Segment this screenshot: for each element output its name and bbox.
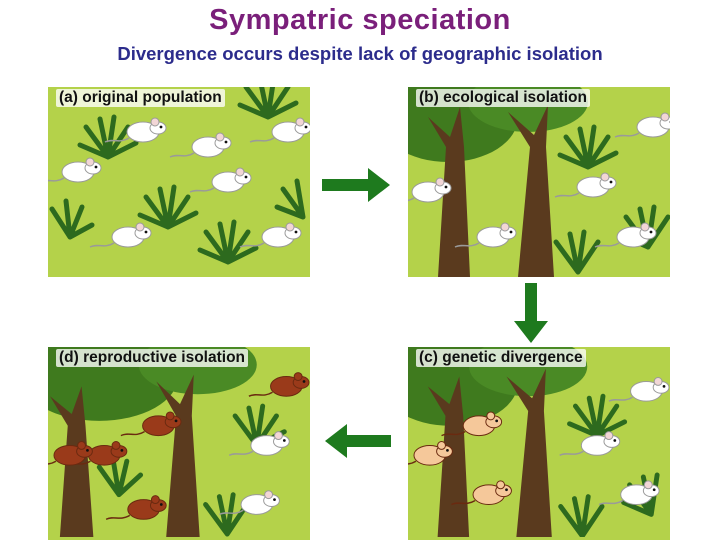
brown-mouse [248, 372, 310, 397]
tan-mouse [408, 441, 453, 466]
panel-reproductive-isolation: (d) reproductive isolation [48, 347, 310, 540]
panel-label-b: (b) ecological isolation [416, 89, 590, 107]
white-mouse [219, 490, 280, 516]
panel-label-c: (c) genetic divergence [416, 349, 586, 367]
panel-genetic-divergence: (c) genetic divergence [408, 347, 670, 540]
white-mouse [48, 157, 102, 183]
white-mouse [249, 117, 310, 143]
grass-clump [49, 198, 95, 240]
meadow-illustration [48, 87, 310, 277]
white-mouse [89, 222, 152, 248]
tan-mouse [441, 411, 503, 437]
slide-subtitle: Divergence occurs despite lack of geogra… [117, 43, 603, 64]
mouse-group [48, 117, 310, 248]
grass-clump [553, 229, 601, 275]
white-mouse [598, 480, 660, 506]
grass-clump [203, 492, 250, 537]
panel-label-d: (d) reproductive isolation [56, 349, 249, 367]
grass-clump [557, 124, 619, 170]
white-mouse [608, 377, 670, 402]
grass-clump [197, 219, 259, 265]
panel-ecological-isolation: (b) ecological isolation [408, 87, 670, 277]
brown-mouse [66, 441, 128, 466]
white-mouse [228, 431, 290, 456]
white-mouse [189, 167, 252, 193]
white-mouse [104, 117, 167, 143]
mouse-group [408, 377, 670, 506]
tree-trunk [156, 374, 200, 537]
forest-illustration [408, 347, 670, 537]
arrow-right-icon [322, 168, 390, 202]
panel-label-a: (a) original population [56, 89, 225, 107]
white-mouse [614, 112, 670, 138]
mouse-group [408, 112, 670, 248]
white-mouse [594, 222, 657, 248]
grass-clump [274, 178, 306, 220]
forest-illustration [408, 87, 670, 277]
grass-clump [137, 184, 199, 230]
arrow-down-icon [514, 283, 548, 343]
white-mouse [559, 431, 621, 456]
brown-mouse [105, 495, 167, 520]
grass-clump [77, 114, 139, 160]
panel-original-population: (a) original population [48, 87, 310, 277]
white-mouse [169, 132, 232, 158]
white-mouse [408, 177, 452, 203]
grass-clump [558, 494, 605, 537]
mouse-group [48, 372, 310, 520]
white-mouse [454, 222, 517, 248]
brown-mouse [48, 441, 93, 466]
tree-trunk [506, 368, 552, 537]
brown-mouse [120, 411, 182, 437]
grass-clump [567, 393, 628, 439]
white-mouse [554, 172, 617, 198]
arrow-left-icon [325, 424, 391, 458]
tree-trunk [508, 105, 554, 277]
slide-title: Sympatric speciation [209, 4, 511, 36]
white-mouse [239, 222, 302, 248]
tan-mouse [451, 480, 512, 506]
grass-clump [237, 87, 299, 120]
grass-clump [96, 456, 144, 498]
grass-clump [232, 403, 287, 448]
forest-illustration [48, 347, 310, 537]
